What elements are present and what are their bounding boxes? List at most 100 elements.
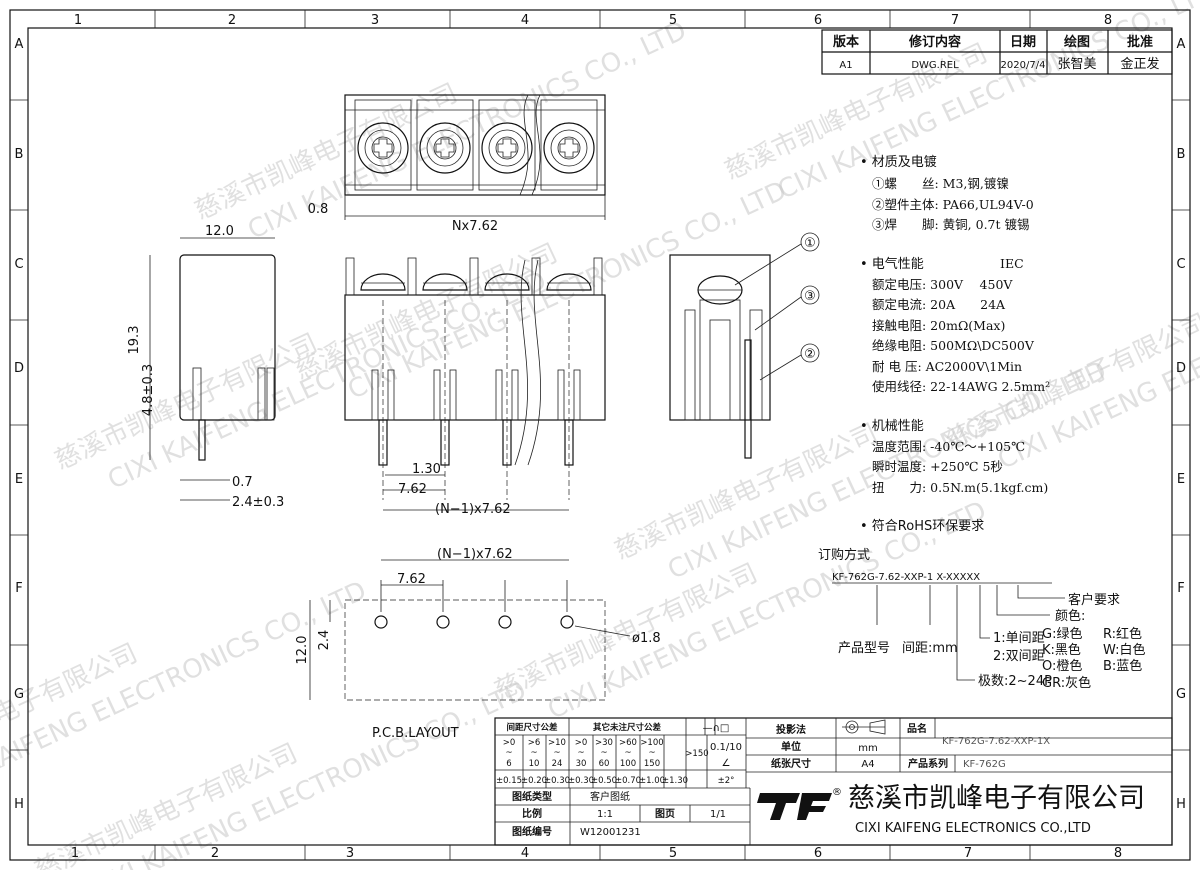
order-color-green: G:绿色 xyxy=(1042,626,1082,642)
tb-flatness: 0.1/10 xyxy=(710,742,742,753)
tol-range-max: 6 xyxy=(506,759,511,769)
tb-angle-tol: ±2° xyxy=(718,776,735,786)
terminal-cell xyxy=(540,99,598,191)
tb-unit-label: 单位 xyxy=(781,740,801,753)
frame-row-left: D xyxy=(14,361,24,376)
svg-text:~: ~ xyxy=(648,748,655,758)
tb-drawing-type: 客户图纸 xyxy=(590,790,630,803)
spec-material-1: ①螺 丝: M3,钢,镀镍 xyxy=(872,176,1009,191)
tol-value: ±1.00 xyxy=(639,776,665,786)
revision-table: 版本 修订内容 日期 绘图 批准 A1 DWG.REL 2020/7/4 张智美… xyxy=(821,29,1173,75)
rev-header-version: 版本 xyxy=(833,34,859,50)
dim-pitch-total: Nx7.62 xyxy=(452,219,498,234)
pcb-dim-n-1-pitch: (N−1)x7.62 xyxy=(437,547,513,562)
tb-sheet-label: 图页 xyxy=(655,808,675,820)
svg-text:~: ~ xyxy=(553,748,560,758)
part-callout: ② xyxy=(804,347,816,362)
dim-12.0: 12.0 xyxy=(205,224,234,239)
rev-version: A1 xyxy=(839,60,852,71)
frame-row-left: A xyxy=(15,37,24,52)
registered-mark: ® xyxy=(832,787,842,798)
tb-paper: A4 xyxy=(861,759,874,770)
order-poles: 极数:2~24P xyxy=(978,674,1052,689)
tol-range-min: >100 xyxy=(640,738,663,748)
dim-1.30: 1.30 xyxy=(412,462,441,477)
company-name-en: CIXI KAIFENG ELECTRONICS CO.,LTD xyxy=(855,821,1091,836)
frame-column-bottom: 5 xyxy=(669,846,677,861)
rev-header-drawn: 绘图 xyxy=(1064,34,1090,50)
company-logo xyxy=(757,793,832,820)
frame-row-right: H xyxy=(1176,797,1186,812)
tol-value: ±0.50 xyxy=(591,776,617,786)
spec-electrical-1: 额定电压: 300V 450V xyxy=(872,277,1013,292)
spec-electrical-title: • 电气性能 xyxy=(860,256,924,272)
dim-0.7: 0.7 xyxy=(232,475,253,490)
spec-material-2: ②塑件主体: PA66,UL94V-0 xyxy=(872,197,1034,212)
spec-material-title: • 材质及电镀 xyxy=(860,154,937,170)
order-color-orange: O:橙色 xyxy=(1042,658,1082,674)
rev-content: DWG.REL xyxy=(911,60,959,71)
frame-row-left: G xyxy=(14,687,24,702)
spec-electrical-std: IEC xyxy=(1000,256,1024,271)
order-code: KF-762G-7.62-XXP-1 X-XXXXX xyxy=(832,572,980,583)
rev-approved: 金正发 xyxy=(1120,56,1159,72)
screw-side xyxy=(360,273,406,291)
section-view: ①③② xyxy=(669,232,820,459)
pcb-hole xyxy=(498,615,512,629)
svg-text:~: ~ xyxy=(624,748,631,758)
frame-row-left: C xyxy=(14,257,23,272)
side-view: 12.0 19.3 4.8±0.3 0.7 2.4±0.3 xyxy=(127,224,284,510)
tol-range-max: 30 xyxy=(576,759,587,769)
frame-column-bottom: 4 xyxy=(521,846,529,861)
tb-scale: 1:1 xyxy=(597,809,613,820)
spec-mechanical-2: 瞬时温度: +250℃ 5秒 xyxy=(872,459,1003,474)
frame-row-right: A xyxy=(1177,37,1186,52)
frame-row-right: E xyxy=(1177,472,1185,487)
spec-electrical-3: 接触电阻: 20mΩ(Max) xyxy=(872,318,1005,333)
screw-head-icon xyxy=(543,122,595,174)
tol-value: ±0.30 xyxy=(568,776,594,786)
spec-material-3: ③焊 脚: 黄铜, 0.7t 镀锡 xyxy=(872,217,1030,232)
tol-range-max: 10 xyxy=(529,759,540,769)
order-color-blue: B:蓝色 xyxy=(1103,658,1142,674)
order-pitch: 间距:mm xyxy=(902,641,958,656)
spec-electrical-4: 绝缘电阻: 500MΩ\DC500V xyxy=(872,338,1035,353)
dim-0.8: 0.8 xyxy=(308,202,329,217)
pcb-dim-7.62: 7.62 xyxy=(397,572,426,587)
spec-electrical-5: 耐 电 压: AC2000V\1Min xyxy=(872,359,1022,374)
tol-range-min: >0 xyxy=(575,738,588,748)
tol-range-max: 24 xyxy=(552,759,563,769)
tol-value: ±0.70 xyxy=(615,776,641,786)
tb-paper-label: 纸张尺寸 xyxy=(771,757,811,770)
spec-electrical-2: 额定电流: 20A 24A xyxy=(872,297,1006,312)
projection-symbol-icon xyxy=(842,719,886,735)
tol-value: ±0.30 xyxy=(544,776,570,786)
order-color-red: R:红色 xyxy=(1103,626,1142,642)
spec-electrical-6: 使用线径: 22-14AWG 2.5mm² xyxy=(872,379,1050,394)
svg-text:~: ~ xyxy=(577,748,584,758)
frame-column-top: 2 xyxy=(228,13,236,28)
specifications: • 材质及电镀 ①螺 丝: M3,钢,镀镍 ②塑件主体: PA66,UL94V-… xyxy=(860,154,1050,534)
pcb-hole-dim: ø1.8 xyxy=(632,631,661,646)
pcb-layout-label: P.C.B.LAYOUT xyxy=(372,726,459,741)
pcb-dim-12.0: 12.0 xyxy=(295,636,310,665)
pcb-hole xyxy=(560,615,574,629)
dim-19.3: 19.3 xyxy=(127,326,142,355)
title-block: >0~6>6~10>10~24>0~30>30~60>60~100>100~15… xyxy=(494,717,1173,846)
terminal-cell xyxy=(478,99,536,191)
tb-geometry-symbols: —∩□ xyxy=(703,723,730,734)
rev-header-content: 修订内容 xyxy=(908,34,961,50)
tb-scale-label: 比例 xyxy=(522,807,542,820)
dim-4.8: 4.8±0.3 xyxy=(141,364,156,416)
frame-column-bottom: 7 xyxy=(964,846,972,861)
rev-header-approved: 批准 xyxy=(1127,34,1153,50)
frame-column-bottom: 1 xyxy=(71,846,79,861)
tb-series: KF-762G xyxy=(963,759,1006,770)
spec-mechanical-title: • 机械性能 xyxy=(860,419,924,434)
tb-name-label: 品名 xyxy=(907,722,927,735)
order-color-white: W:白色 xyxy=(1103,642,1145,658)
pcb-hole xyxy=(436,615,450,629)
svg-text:~: ~ xyxy=(505,748,512,758)
order-color-black: K:黑色 xyxy=(1042,642,1081,658)
